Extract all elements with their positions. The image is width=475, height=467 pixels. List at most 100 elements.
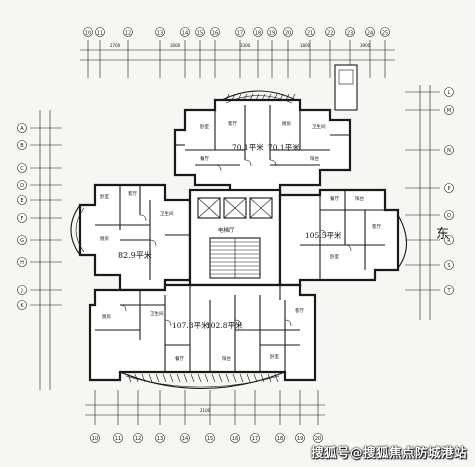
axis-tag-left-label: F — [21, 216, 24, 222]
room-label: 卧室 — [100, 193, 109, 200]
room-label: 卫生间 — [312, 123, 326, 130]
dimension-note: 1800 — [300, 43, 311, 48]
building-walls — [70, 64, 408, 390]
balcony-hatch — [155, 373, 160, 383]
balcony-hatch — [273, 93, 278, 101]
area-south-right: 102.8平米 — [206, 320, 243, 330]
balcony-hatch — [274, 373, 279, 383]
room-label: 餐厅 — [330, 195, 339, 202]
axis-tag-bottom — [230, 433, 240, 443]
axis-tag-top — [83, 27, 93, 37]
axis-tag-right-label: M — [447, 108, 451, 114]
axis-tag-left-label: E — [20, 198, 23, 204]
balcony-hatch — [237, 93, 242, 101]
room-label: 厨房 — [102, 313, 111, 320]
balcony-hatch — [211, 373, 216, 383]
area-east: 105.5平米 — [305, 230, 342, 240]
balcony-hatch — [176, 373, 181, 383]
axis-tag-right — [444, 87, 454, 97]
axis-tag-top-label: 24 — [367, 31, 373, 37]
room-label: 阳台 — [310, 155, 319, 162]
axis-tag-top-label: 13 — [157, 31, 163, 37]
door-swing — [269, 159, 277, 167]
axis-tag-top-label: 21 — [307, 31, 313, 37]
balcony-hatch — [246, 373, 251, 383]
axis-tag-bottom-label: 12 — [135, 436, 141, 442]
room-label: 客厅 — [372, 223, 381, 230]
axis-tag-bottom — [133, 433, 143, 443]
watermark: 搜狐号@搜狐焦点防城港站 — [310, 445, 467, 460]
balcony-hatch — [291, 93, 296, 101]
axis-tag-top — [195, 27, 205, 37]
axis-tag-left-label: K — [20, 303, 24, 309]
axis-tag-top — [210, 27, 220, 37]
balcony-hatch — [218, 373, 223, 383]
axis-tag-bottom-label: 20 — [315, 436, 321, 442]
door-swing — [284, 319, 292, 327]
axis-tag-top — [155, 27, 165, 37]
axis-tag-top-label: 25 — [382, 31, 388, 37]
axis-tag-top-label: 20 — [285, 31, 291, 37]
area-north-left: 70.1平米 — [232, 142, 264, 152]
axis-tag-bottom-label: 10 — [92, 436, 98, 442]
balcony-hatch — [243, 93, 248, 101]
area-west: 82.9平米 — [118, 250, 152, 260]
axis-tag-bottom — [250, 433, 260, 443]
axis-tag-left — [17, 195, 27, 205]
axis-tag-bottom-label: 18 — [277, 436, 283, 442]
axis-tag-left — [17, 140, 27, 150]
dimension-note: 3000 — [170, 43, 181, 48]
axis-tag-bottom-label: 19 — [297, 436, 303, 442]
room-label: 卧室 — [200, 123, 209, 130]
axis-tag-top-label: 19 — [269, 31, 275, 37]
room-label: 客厅 — [128, 190, 137, 197]
room-label: 客厅 — [295, 307, 304, 314]
axis-tag-bottom — [295, 433, 305, 443]
axis-tag-top — [235, 27, 245, 37]
axis-tag-bottom-label: 16 — [232, 436, 238, 442]
room-label: 卫生间 — [160, 210, 174, 217]
axis-tag-top-label: 18 — [255, 31, 261, 37]
axis-tag-bottom — [113, 433, 123, 443]
axis-tag-right-label: R — [447, 238, 451, 244]
balcony-hatch — [279, 93, 284, 101]
axis-tag-top-label: 16 — [212, 31, 218, 37]
axis-tag-top — [123, 27, 133, 37]
balcony-hatch — [267, 93, 272, 101]
dimension-note: 2100 — [200, 408, 211, 413]
room-label: 卧室 — [330, 253, 339, 260]
axis-tag-top — [283, 27, 293, 37]
door-swing — [139, 214, 147, 222]
balcony-hatch — [127, 373, 132, 383]
room-label: 卫生间 — [150, 310, 164, 317]
balcony-hatch — [141, 373, 146, 383]
balcony-hatch — [197, 373, 202, 383]
axis-tag-bottom-label: 15 — [207, 436, 213, 442]
balcony-hatch — [267, 373, 272, 383]
axis-tag-top-label: 11 — [97, 31, 103, 37]
axis-tag-bottom-label: 13 — [157, 436, 163, 442]
axis-tag-top-label: 22 — [327, 31, 333, 37]
axis-tag-left-label: D — [20, 183, 24, 189]
balcony-hatch — [253, 373, 258, 383]
axis-tag-right-label: N — [447, 148, 451, 154]
axis-tag-right-label: Q — [447, 213, 451, 219]
door-swing — [214, 164, 222, 172]
axis-tag-right — [444, 145, 454, 155]
room-label: 厨房 — [100, 235, 109, 242]
axis-tag-right — [444, 183, 454, 193]
door-swing — [244, 159, 252, 167]
balcony-hatch — [225, 93, 230, 101]
room-label: 餐厅 — [200, 155, 209, 162]
room-label: 阳台 — [222, 355, 231, 362]
room-label: 阳台 — [355, 195, 364, 202]
balcony-hatch — [261, 93, 266, 101]
balcony-hatch — [183, 373, 188, 383]
door-swing — [344, 244, 352, 252]
room-label: 客厅 — [228, 120, 237, 127]
dimension-note: 2700 — [110, 43, 121, 48]
core-label: 电梯厅 — [218, 226, 235, 234]
axis-tag-top — [267, 27, 277, 37]
